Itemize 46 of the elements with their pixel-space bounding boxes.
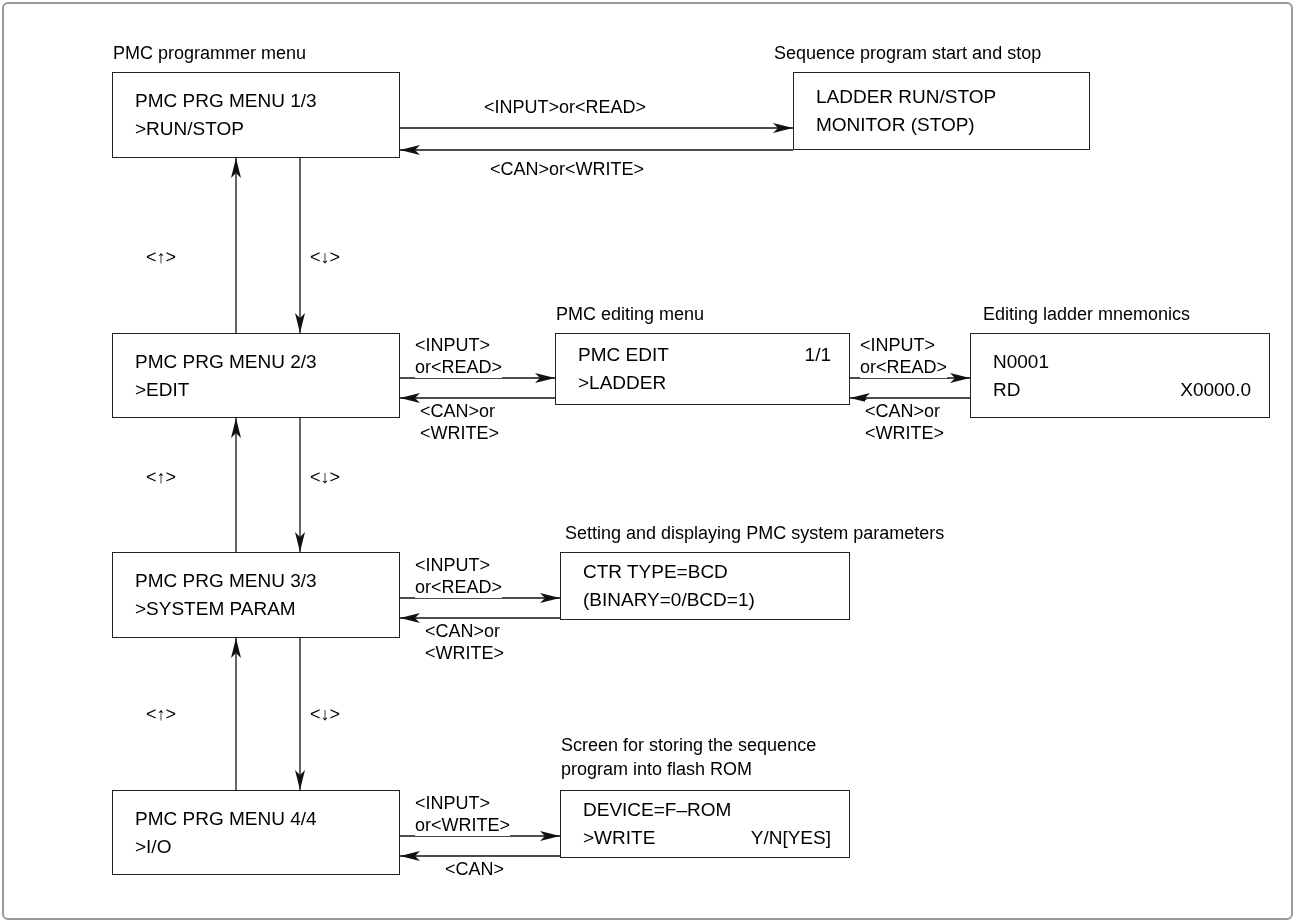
screen-text: >RUN/STOP <box>135 117 244 141</box>
screen-text: >WRITE <box>583 826 656 850</box>
arrow <box>399 145 794 155</box>
screen-text: PMC EDIT <box>578 343 669 367</box>
screen-box <box>112 552 400 638</box>
screen-heading: Setting and displaying PMC system parameters <box>565 522 946 545</box>
screen-text: PMC PRG MENU 3/3 <box>135 569 317 593</box>
screen-text: X0000.0 <box>1180 377 1251 402</box>
arrow <box>849 373 971 383</box>
screen-heading: Sequence program start and stop <box>774 42 1043 65</box>
arrow <box>399 123 794 133</box>
screen-text: >EDIT <box>135 377 190 402</box>
arrow <box>399 393 556 403</box>
screen-text: MONITOR (STOP) <box>816 113 975 137</box>
arrow <box>231 417 241 553</box>
arrow <box>849 393 971 403</box>
screen-text: DEVICE=F–ROM <box>583 798 732 822</box>
arrow <box>231 157 241 334</box>
screen-text: LADDER RUN/STOP <box>816 85 997 109</box>
screen-text: >LADDER <box>578 371 667 395</box>
screen-text: RD <box>993 377 1021 402</box>
screen-text: PMC PRG MENU 4/4 <box>135 806 317 831</box>
screen-text: >SYSTEM PARAM <box>135 597 296 621</box>
screen-box <box>112 790 400 875</box>
arrow <box>295 637 305 791</box>
screen-text: CTR TYPE=BCD <box>583 560 728 584</box>
screen-text: >I/O <box>135 834 172 859</box>
arrow <box>399 593 561 603</box>
screen-text: N0001 <box>993 349 1049 374</box>
arrow <box>295 417 305 553</box>
arrow <box>231 637 241 791</box>
screen-heading: PMC editing menu <box>556 303 706 326</box>
screen-heading: PMC programmer menu <box>113 42 308 65</box>
screen-text: Y/N[YES] <box>750 826 831 850</box>
arrow <box>399 851 561 861</box>
arrow <box>399 831 561 841</box>
screen-box <box>112 333 400 418</box>
screen-text: PMC PRG MENU 1/3 <box>135 89 317 113</box>
screen-text: PMC PRG MENU 2/3 <box>135 349 317 374</box>
screen-heading: Screen for storing the sequence program into flash ROM <box>561 734 818 781</box>
screen-heading: Editing ladder mnemonics <box>983 303 1192 326</box>
screen-text: (BINARY=0/BCD=1) <box>583 588 755 612</box>
screen-text: 1/1 <box>804 343 831 367</box>
arrow <box>399 373 556 383</box>
arrow <box>399 613 561 623</box>
arrow <box>295 157 305 334</box>
